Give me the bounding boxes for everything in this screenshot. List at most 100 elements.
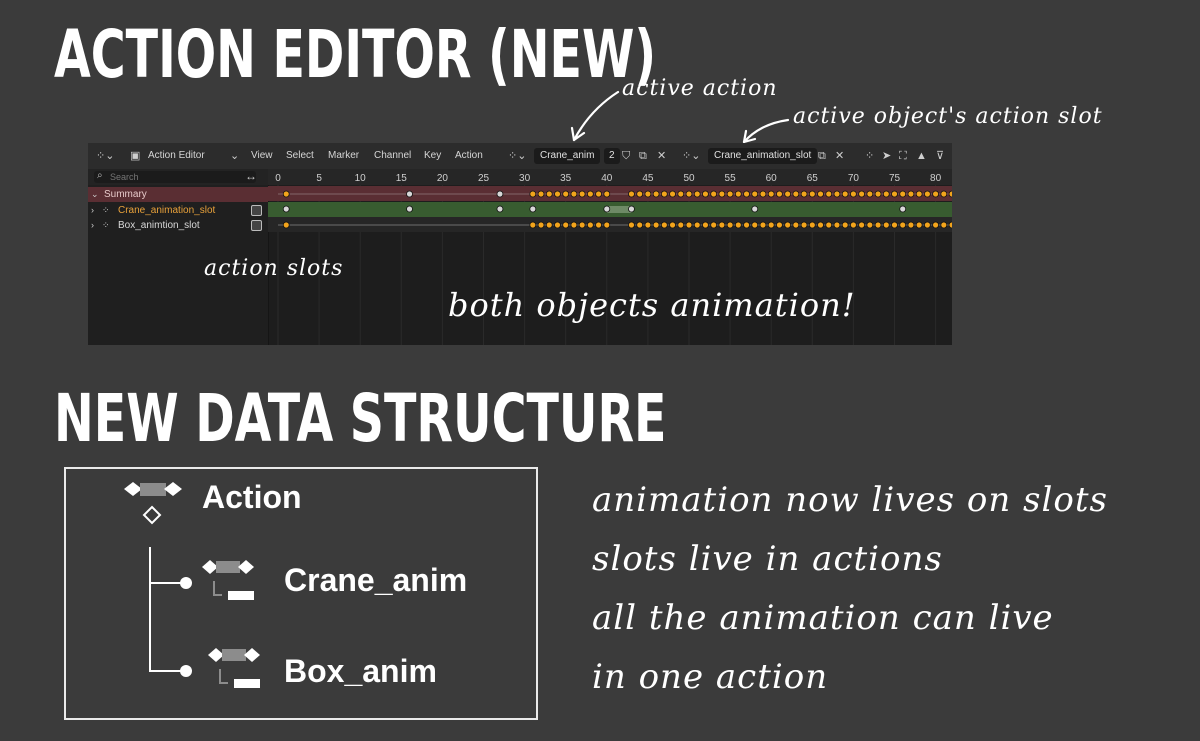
action-users-count: 2: [604, 148, 620, 164]
annotation-active-action: active action: [622, 76, 778, 101]
editor-type-icon[interactable]: ⁘⌄: [96, 150, 115, 162]
summary-keyframe: [899, 190, 907, 198]
box-keyframe: [776, 221, 783, 229]
search-input[interactable]: [94, 171, 256, 183]
warning-icon[interactable]: ▲: [916, 150, 927, 162]
box-keyframe: [907, 221, 915, 229]
slot-browse-icon[interactable]: ⁘⌄: [682, 150, 701, 162]
crane-keyframe: [496, 205, 504, 213]
summary-keyframe: [562, 190, 570, 198]
search-row: ⌕ ↔: [88, 169, 268, 185]
box-keyframe: [660, 221, 668, 229]
box-keyframe: [570, 221, 578, 229]
note-line-3: all the animation can live: [592, 598, 1054, 638]
channel-checkbox[interactable]: [251, 205, 262, 216]
node-box-anim: Box_anim: [284, 653, 437, 689]
channel-summary[interactable]: ⌄ Summary: [88, 187, 268, 202]
summary-keyframe: [767, 190, 775, 198]
duplicate-icon[interactable]: ⧉: [639, 150, 647, 162]
summary-keyframe: [660, 190, 668, 198]
ruler-tick-label: 35: [560, 173, 572, 184]
slot-name-field[interactable]: Crane_animation_slot: [708, 148, 818, 164]
box-keyframe: [940, 221, 948, 229]
mode-select[interactable]: Action Editor: [148, 150, 205, 161]
summary-keyframe: [817, 190, 824, 198]
summary-keyframe: [282, 190, 290, 198]
menu-marker[interactable]: Marker: [328, 150, 360, 161]
box-keyframe: [882, 221, 890, 229]
summary-keyframe: [710, 190, 718, 198]
action-browse-icon[interactable]: ⁘⌄: [508, 150, 527, 162]
box-keyframe: [850, 221, 857, 229]
box-keyframe: [578, 221, 586, 229]
ruler-tick-label: 40: [601, 173, 613, 184]
chevron-right-icon[interactable]: ›: [91, 220, 94, 230]
crane-keyframe: [282, 205, 290, 213]
summary-keyframe: [669, 190, 676, 198]
summary-keyframe: [743, 190, 750, 198]
channel-label: Summary: [104, 189, 147, 200]
summary-keyframe: [940, 190, 948, 198]
snap-icon[interactable]: ⁘: [865, 150, 875, 162]
ruler-tick-label: 25: [478, 173, 490, 184]
frame-icon[interactable]: ⛶: [899, 150, 907, 162]
box-keyframe: [899, 221, 907, 229]
channel-slot-box[interactable]: › ⁘ Box_animtion_slot: [88, 218, 268, 233]
box-keyframe: [685, 221, 693, 229]
ruler-tick-label: 70: [848, 173, 860, 184]
duplicate-slot-icon[interactable]: ⧉: [818, 150, 826, 162]
shield-icon[interactable]: ⛉: [622, 150, 631, 162]
channel-slot-crane[interactable]: › ⁘ Crane_animation_slot: [88, 203, 268, 218]
crane-keyframe: [751, 205, 759, 213]
structure-diagram: [124, 482, 260, 688]
ruler-tick-label: 20: [437, 173, 449, 184]
menu-action[interactable]: Action: [455, 150, 483, 161]
ruler-tick-label: 5: [316, 173, 322, 184]
menu-channel[interactable]: Channel: [374, 150, 412, 161]
filter-icon[interactable]: ⊽: [936, 150, 945, 162]
heading-action-editor: ACTION EDITOR (NEW): [54, 16, 657, 93]
ruler-tick-label: 15: [396, 173, 408, 184]
chevron-down-icon[interactable]: ⌄: [91, 189, 99, 199]
menu-select[interactable]: Select: [286, 150, 314, 161]
box-keyframe: [932, 221, 939, 229]
annotation-action-slots: action slots: [204, 256, 344, 281]
swap-icon[interactable]: ↔: [245, 169, 257, 183]
crane-keyframe: [406, 205, 413, 213]
action-name-field[interactable]: Crane_anim: [534, 148, 601, 164]
summary-keyframe: [537, 190, 545, 198]
summary-keyframe: [858, 190, 866, 198]
channel-checkbox[interactable]: [251, 220, 262, 231]
summary-keyframe: [825, 190, 833, 198]
box-keyframe: [866, 221, 874, 229]
summary-keyframe: [702, 190, 709, 198]
menu-key[interactable]: Key: [424, 150, 442, 161]
ruler-tick-label: 65: [807, 173, 819, 184]
crane-hold-block: [606, 206, 632, 213]
summary-keyframe: [693, 190, 701, 198]
summary-keyframe: [792, 190, 800, 198]
box-keyframe: [595, 221, 602, 229]
chevron-right-icon[interactable]: ›: [91, 205, 94, 215]
summary-keyframe: [685, 190, 693, 198]
summary-keyframe: [948, 190, 952, 198]
close-icon[interactable]: ✕: [657, 150, 667, 162]
menu-view[interactable]: View: [251, 150, 273, 161]
frame-ruler[interactable]: [268, 169, 952, 185]
summary-keyframe: [578, 190, 586, 198]
summary-keyframe: [932, 190, 939, 198]
action-editor-panel: ⁘⌄ ▣ Action Editor ⌄ View Select Marker …: [88, 143, 952, 345]
action-icon: [124, 482, 182, 525]
cursor-icon[interactable]: ➤: [882, 150, 892, 162]
box-keyframe: [586, 221, 594, 229]
summary-keyframe: [545, 190, 553, 198]
summary-keyframe: [734, 190, 742, 198]
summary-keyframe: [923, 190, 931, 198]
node-action: Action: [202, 479, 302, 515]
close-slot-icon[interactable]: ✕: [835, 150, 845, 162]
ruler-tick-label: 10: [355, 173, 367, 184]
box-keyframe: [628, 221, 635, 229]
summary-keyframe: [496, 190, 504, 198]
summary-keyframe: [406, 190, 413, 198]
